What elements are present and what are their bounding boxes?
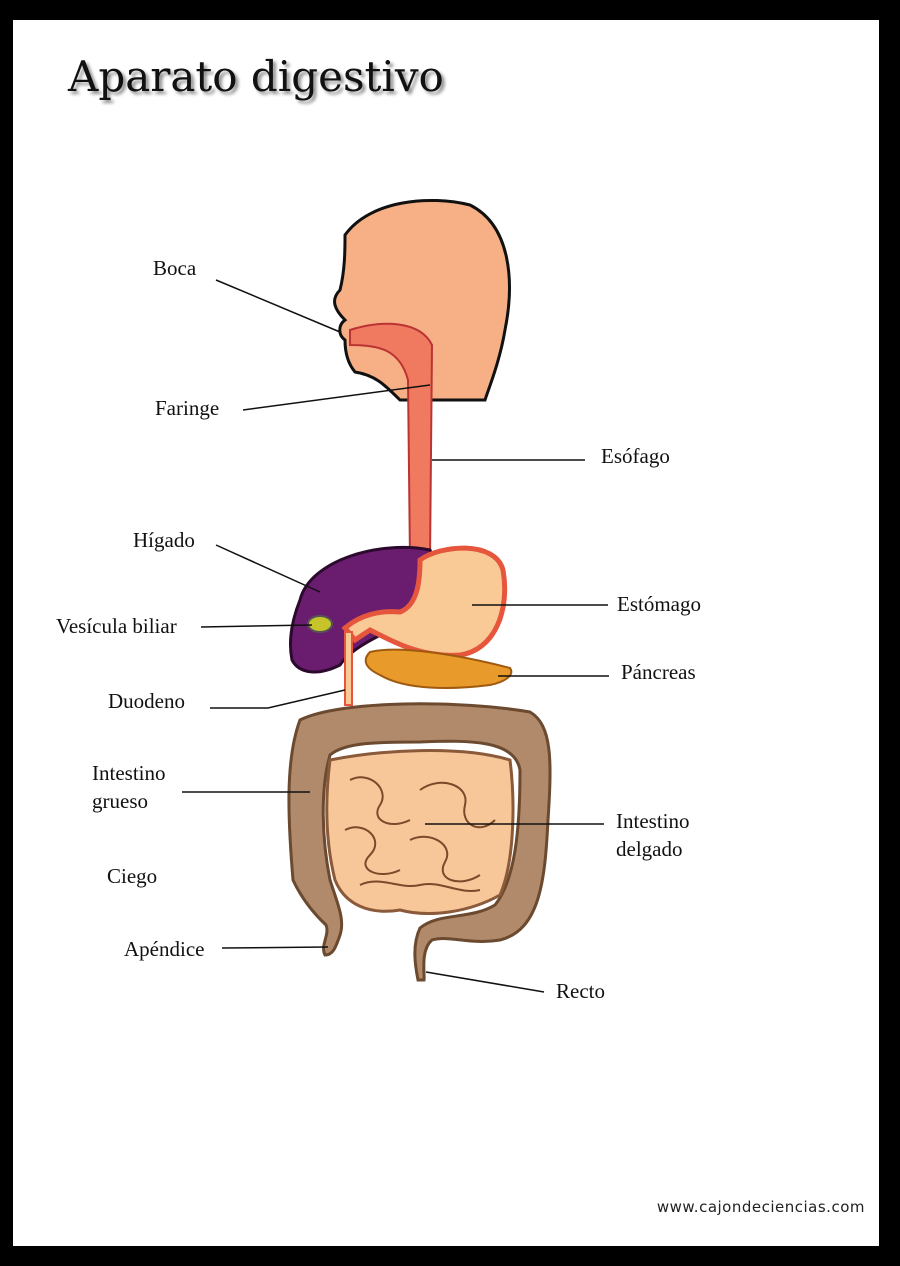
- head-shape: [333, 198, 511, 402]
- diagram-sheet: Aparato digestivo: [13, 20, 879, 1246]
- gallbladder-shape: [307, 615, 333, 633]
- duodenum-shape: [344, 631, 353, 706]
- leader-lines: [182, 279, 609, 993]
- label-intestino-grueso-2: grueso: [92, 789, 148, 813]
- label-intestino-delgado-2: delgado: [616, 837, 683, 861]
- label-duodeno: Duodeno: [108, 689, 185, 713]
- label-intestino-delgado-1: Intestino: [616, 809, 690, 833]
- small-intestine-folds: [344, 776, 496, 892]
- label-higado: Hígado: [133, 528, 195, 552]
- pancreas-shape: [364, 648, 513, 689]
- label-pancreas: Páncreas: [621, 660, 696, 684]
- label-boca: Boca: [153, 256, 197, 280]
- digestive-system-illustration: [182, 198, 609, 993]
- footer-website: www.cajondeciencias.com: [656, 1198, 865, 1216]
- small-intestine-shape: [325, 749, 515, 915]
- label-ciego: Ciego: [107, 864, 158, 888]
- label-recto: Recto: [556, 979, 605, 1003]
- label-apendice: Apéndice: [124, 937, 205, 961]
- label-intestino-grueso-1: Intestino: [92, 761, 166, 785]
- page-title: Aparato digestivo: [68, 52, 444, 101]
- large-intestine-shape: [287, 702, 552, 982]
- label-esofago: Esófago: [601, 444, 670, 468]
- label-vesicula-biliar: Vesícula biliar: [56, 614, 177, 638]
- label-faringe: Faringe: [155, 396, 220, 420]
- label-estomago: Estómago: [617, 592, 701, 616]
